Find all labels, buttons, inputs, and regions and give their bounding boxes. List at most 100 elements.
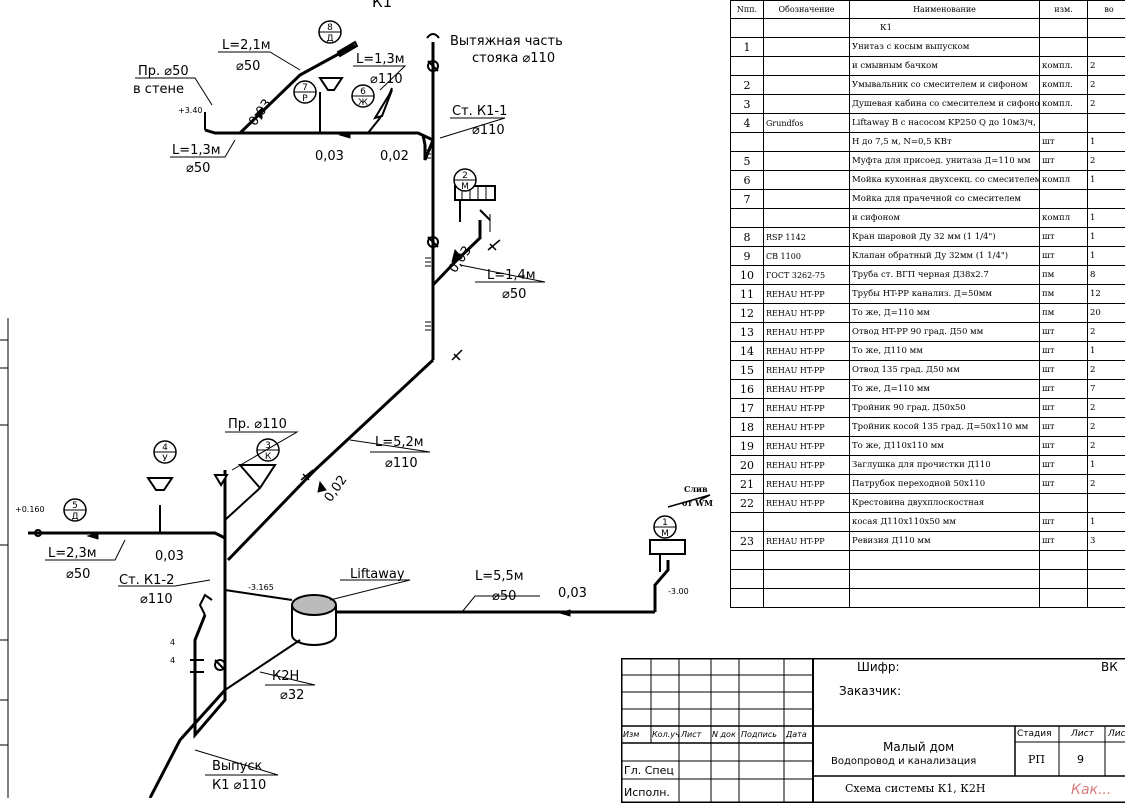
spec-cell — [731, 209, 764, 228]
spec-cell: 2 — [1088, 57, 1125, 76]
spec-cell — [1040, 570, 1088, 589]
title-block: Шифр: ВК Заказчик: Изм Кол.уч Лист N док… — [621, 658, 1125, 803]
spec-cell: REHAU HT-PP — [764, 532, 850, 551]
label-vypusk-d: К1 ⌀110 — [212, 778, 266, 793]
label-k2h: К2Н — [272, 669, 299, 684]
label-lvl-3165: -3.165 — [248, 583, 274, 592]
fixture-tag-1: 1М — [654, 516, 676, 539]
label-d110-k12: ⌀110 — [140, 592, 173, 607]
spec-cell: компл. — [1040, 57, 1088, 76]
spec-cell: шт — [1040, 399, 1088, 418]
label-d50d: ⌀50 — [66, 567, 90, 582]
spec-cell: 4 — [731, 114, 764, 133]
label-vypusk: Выпуск — [212, 759, 263, 774]
spec-cell: 2 — [1088, 475, 1125, 494]
label-l55: L=5,5м — [475, 569, 524, 584]
spec-cell: шт — [1040, 323, 1088, 342]
spec-cell: К1 — [850, 19, 1040, 38]
svg-text:6: 6 — [360, 87, 366, 97]
spec-cell: REHAU HT-PP — [764, 380, 850, 399]
spec-cell: Отвод 135 град. Д50 мм — [850, 361, 1040, 380]
spec-cell: Заглушка для прочистки Д110 — [850, 456, 1040, 475]
fixture-tag-6: 6Ж — [352, 85, 374, 108]
label-d110-mid: ⌀110 — [385, 456, 418, 471]
fixture-tag-7: 7Р — [294, 81, 316, 104]
spec-cell: 18 — [731, 418, 764, 437]
spec-cell: REHAU HT-PP — [764, 437, 850, 456]
spec-cell — [1040, 190, 1088, 209]
fixture-tag-4: 4У — [154, 441, 176, 464]
spec-row: К1 — [731, 19, 1125, 38]
label-drain-1: Слив — [684, 484, 708, 494]
label-dim-4a: 4 — [170, 638, 175, 647]
label-st-k12: Ст. К1-2 — [119, 573, 174, 588]
col-header-izm: Изм — [623, 730, 639, 739]
spec-cell: ГОСТ 3262-75 — [764, 266, 850, 285]
spec-cell: 7 — [1088, 380, 1125, 399]
label-lvl-340: +3.40 — [178, 106, 203, 115]
spec-header-row: Nпп. Обозначение Наименование изм. во — [731, 1, 1125, 19]
spec-cell — [764, 513, 850, 532]
list-label: Лист — [1071, 729, 1094, 739]
spec-cell: пм — [1040, 304, 1088, 323]
fixture-tag-3: 3К — [257, 439, 279, 462]
spec-cell: 1 — [1088, 513, 1125, 532]
spec-header-cell: во — [1088, 1, 1125, 19]
label-slope-002b: 0,02 — [322, 473, 351, 505]
spec-cell: 5 — [731, 152, 764, 171]
spec-cell: 22 — [731, 494, 764, 513]
spec-cell: шт — [1040, 342, 1088, 361]
spec-cell — [1040, 114, 1088, 133]
spec-cell: 6 — [731, 171, 764, 190]
spec-cell: Труба ст. ВГП черная Д38х2.7 — [850, 266, 1040, 285]
label-d50e: ⌀50 — [492, 589, 516, 604]
svg-text:Р: Р — [302, 94, 308, 104]
label-pr50-2: в стене — [133, 82, 184, 97]
spec-cell — [764, 95, 850, 114]
customer-label: Заказчик: — [839, 684, 901, 698]
spec-cell: Liftaway B с насосом KP250 Q до 10м3/ч, — [850, 114, 1040, 133]
spec-cell: 1 — [1088, 342, 1125, 361]
label-st-k11: Ст. К1-1 — [452, 104, 507, 119]
label-vent-1: Вытяжная часть — [450, 34, 563, 49]
spec-cell — [1088, 38, 1125, 57]
spec-cell: Grundfos — [764, 114, 850, 133]
svg-text:5: 5 — [72, 501, 78, 511]
svg-text:Д: Д — [71, 512, 78, 522]
spec-cell: REHAU HT-PP — [764, 323, 850, 342]
label-slope-003e: 0,03 — [558, 586, 587, 601]
spec-cell: 10 — [731, 266, 764, 285]
spec-cell — [764, 133, 850, 152]
spec-cell: шт — [1040, 456, 1088, 475]
spec-cell: Отвод HT-PP 90 град. Д50 мм — [850, 323, 1040, 342]
label-d32: ⌀32 — [280, 688, 304, 703]
spec-cell — [1040, 551, 1088, 570]
spec-cell — [764, 76, 850, 95]
spec-cell: То же, Д=110 мм — [850, 304, 1040, 323]
label-d50b: ⌀50 — [186, 161, 210, 176]
spec-cell: 14 — [731, 342, 764, 361]
spec-cell: 15 — [731, 361, 764, 380]
spec-cell — [764, 57, 850, 76]
svg-text:1: 1 — [662, 518, 668, 528]
stage-label: Стадия — [1017, 729, 1052, 739]
fixture-tag-8: 8Д — [319, 21, 341, 44]
spec-cell: Трубы HT-PP канализ. Д=50мм — [850, 285, 1040, 304]
spec-cell: 3 — [1088, 532, 1125, 551]
label-d50a: ⌀50 — [236, 59, 260, 74]
stage-value: РП — [1028, 753, 1045, 766]
spec-cell: шт — [1040, 361, 1088, 380]
spec-cell: пм — [1040, 285, 1088, 304]
